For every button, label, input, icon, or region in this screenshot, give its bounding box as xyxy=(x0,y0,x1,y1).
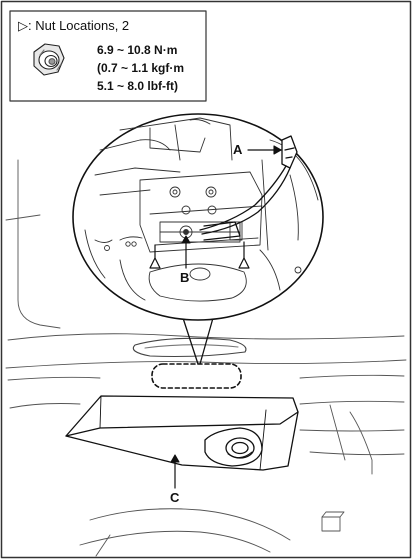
legend-title: ▷: Nut Locations, 2 xyxy=(18,18,130,33)
callout-b-arrowhead xyxy=(181,235,191,244)
callout-a-arrowhead xyxy=(273,145,282,155)
triangle-marker-icon xyxy=(238,241,250,269)
torque-spec-lbfft: 5.1 ~ 8.0 lbf-ft) xyxy=(97,79,179,93)
torque-spec-nm: 6.9 ~ 10.8 N·m xyxy=(97,43,178,57)
garnish-assembly xyxy=(65,395,299,471)
nut-icon xyxy=(33,43,65,76)
zoom-connector-right xyxy=(199,317,214,365)
vehicle-panel-lines xyxy=(5,159,407,557)
triangle-marker-icon xyxy=(149,244,161,269)
callout-c-arrowhead xyxy=(170,454,180,463)
zoom-connector-left xyxy=(182,317,199,365)
lamp-opening xyxy=(132,337,247,358)
magnified-view xyxy=(72,113,324,321)
callout-label-b: B xyxy=(180,270,190,285)
callout-label-a: A xyxy=(233,142,243,157)
legend-box xyxy=(9,10,207,102)
torque-spec-kgfm: (0.7 ~ 1.1 kgf·m xyxy=(97,61,185,75)
callout-label-c: C xyxy=(170,490,180,505)
hidden-location-outline xyxy=(151,363,242,389)
